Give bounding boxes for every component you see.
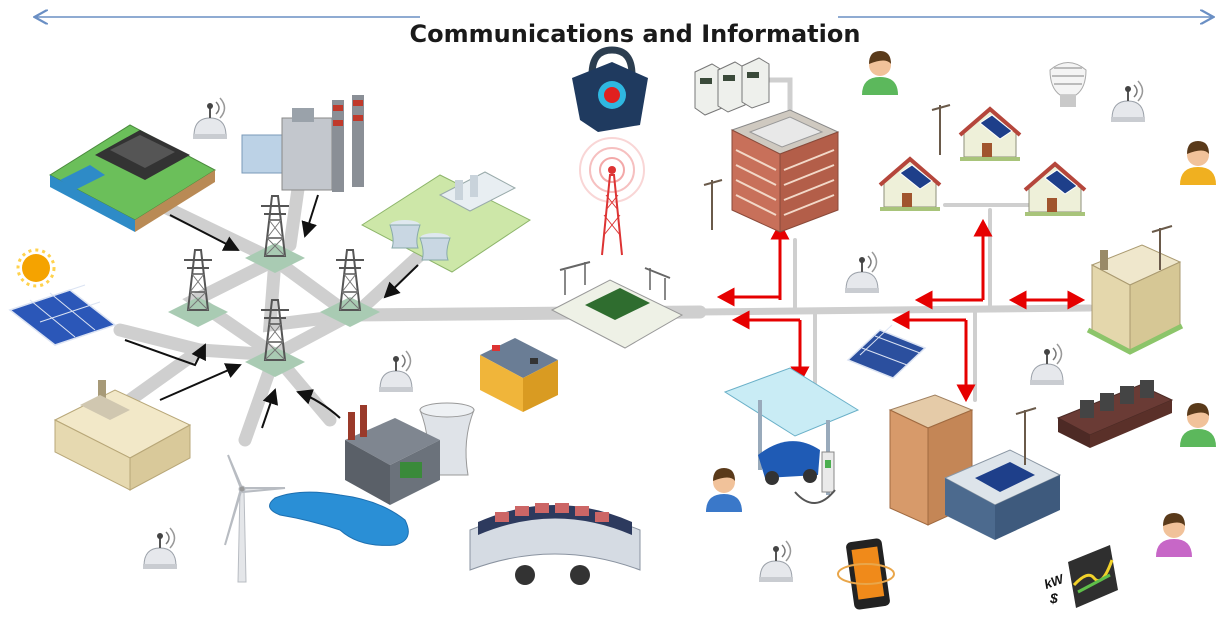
- office-building: [703, 109, 840, 233]
- security-lock-icon: [572, 46, 648, 132]
- houses-with-solar: [878, 104, 1087, 218]
- battery-storage-small: [480, 338, 558, 412]
- cooling-tower-plant: [269, 402, 475, 546]
- light-bulb-icon: [1049, 62, 1087, 107]
- commercial-building: [888, 394, 1062, 540]
- server-racks: [694, 57, 770, 116]
- control-room: [469, 503, 641, 585]
- industrial-plant-right: [1086, 225, 1184, 355]
- water-treatment-plant: [48, 124, 217, 232]
- ev-charging-station: [723, 367, 860, 504]
- energy-meter-icon: [1068, 545, 1118, 608]
- wind-turbine: [224, 454, 286, 583]
- meter-dollar-label: $: [1050, 590, 1058, 606]
- nuclear-power-plant: [361, 171, 531, 273]
- page-title: Communications and Information: [409, 20, 861, 48]
- smartphone-icon: [837, 538, 895, 610]
- flow-arrows-black: [124, 194, 419, 429]
- sun-icon: [22, 254, 50, 282]
- industrial-plant-left: [53, 380, 192, 491]
- coal-power-plant: [241, 95, 364, 192]
- solar-panels-middle: [846, 324, 927, 379]
- solar-farm-left: [8, 248, 117, 346]
- substation: [550, 261, 684, 349]
- transmission-towers: [168, 195, 380, 377]
- battery-storage-bank: [1056, 380, 1174, 448]
- cell-tower: [579, 137, 645, 256]
